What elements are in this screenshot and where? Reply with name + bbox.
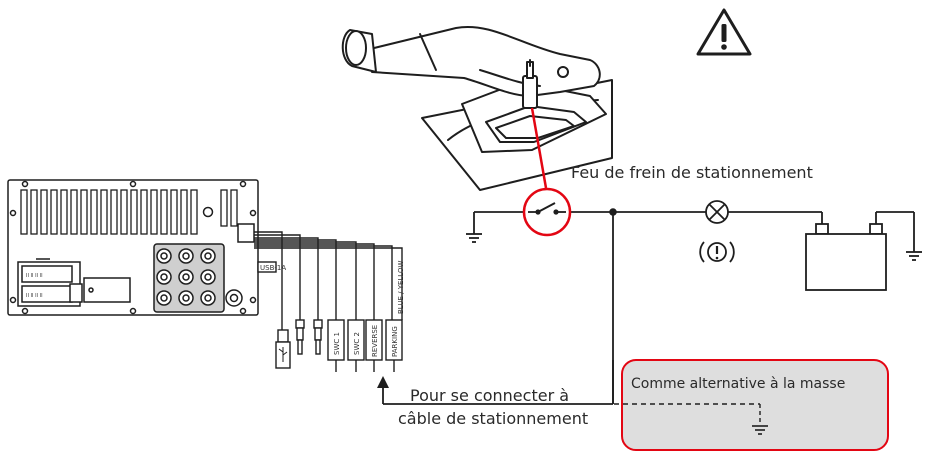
battery-icon	[805, 223, 887, 291]
usb-icon	[278, 347, 288, 362]
parking-label: PARKING	[391, 326, 399, 357]
connect-label-line1: Pour se connecter à	[410, 386, 569, 405]
junction-dot	[609, 208, 617, 216]
red-connector-line	[530, 107, 548, 189]
svg-text:II II II II: II II II II	[26, 273, 43, 279]
usb-label: USB-1A	[260, 264, 286, 272]
reverse-label: REVERSE	[371, 325, 379, 357]
parking-brake-indicator-icon	[699, 241, 735, 263]
alternative-ground-note	[614, 359, 889, 451]
lamp-icon	[705, 200, 729, 224]
alternative-ground-label: Comme alternative à la masse	[631, 376, 845, 392]
head-unit-rear: II II II II II II II II	[7, 179, 259, 316]
blue-yellow-label: BLUE / YELLOW	[397, 261, 405, 314]
arrow-up-icon	[377, 376, 389, 388]
swc1-label: SWC 1	[333, 332, 341, 355]
brake-light-label: Feu de frein de stationnement	[571, 163, 813, 182]
connect-label-line2: câble de stationnement	[398, 409, 588, 428]
swc2-label: SWC 2	[353, 332, 361, 355]
ground-icon-right	[906, 251, 922, 261]
warning-triangle-icon	[696, 8, 752, 56]
handbrake-illustration	[341, 26, 613, 191]
parking-switch	[522, 187, 572, 237]
ground-icon-left	[466, 233, 482, 243]
harness-cables	[254, 231, 403, 372]
svg-text:II II II II: II II II II	[26, 293, 43, 299]
